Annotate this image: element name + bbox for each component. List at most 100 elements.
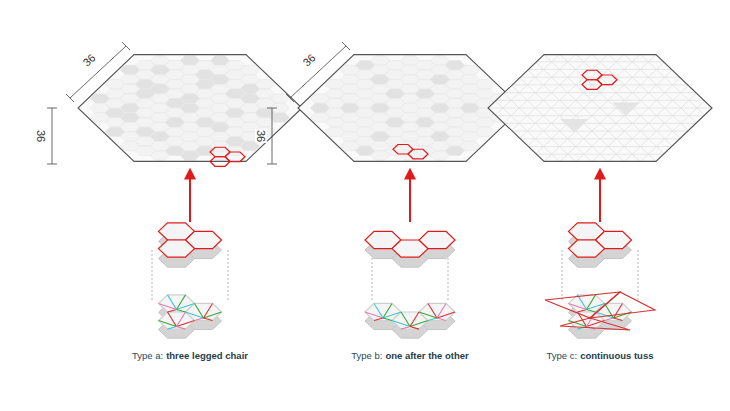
stroke: [548, 28, 730, 219]
small-hex: [240, 65, 259, 74]
truss-member: [587, 309, 596, 312]
truss-member: [195, 303, 204, 318]
truss-member: [578, 295, 587, 310]
small-hex: [475, 80, 494, 89]
stroke: [536, 24, 730, 215]
stroke: [512, 17, 712, 208]
shaded-cells: [560, 103, 640, 133]
stroke: [585, 40, 730, 231]
truss: [569, 295, 632, 329]
dimension-label: 36: [80, 51, 99, 69]
truss-member: [383, 303, 392, 318]
caption-type: Type a:: [132, 350, 163, 361]
stroke: [379, 51, 579, 242]
truss-member: [614, 318, 623, 321]
stroke: [488, 17, 688, 208]
stroke: [561, 32, 730, 223]
small-hex: [475, 127, 494, 136]
red-arrow: [189, 170, 191, 222]
panel-outline: [488, 55, 712, 162]
stroke: [464, 1, 664, 192]
stroke: [450, 23, 730, 24]
stroke: [355, 59, 555, 250]
stroke: [476, 20, 676, 211]
stroke: [585, 0, 730, 176]
stroke: [548, 0, 730, 188]
stroke: [450, 15, 730, 16]
stroke: [367, 0, 567, 161]
stroke: [512, 9, 712, 200]
stroke: [450, 200, 730, 201]
panels: [78, 0, 730, 249]
truss-member: [177, 295, 186, 310]
stroke: [450, 154, 730, 155]
truss-member: [204, 318, 213, 321]
truss-member: [168, 327, 177, 330]
stroke: [597, 44, 730, 235]
truss-member: [177, 327, 186, 330]
truss-member: [437, 303, 446, 318]
truss-member: [374, 303, 383, 318]
stroke: [367, 55, 567, 246]
hex-top: [159, 312, 195, 329]
stroke: [450, 38, 730, 39]
stroke: [152, 250, 153, 300]
stroke: [450, 123, 730, 124]
module-base: [365, 312, 455, 338]
caption-title: continuous tuss: [580, 350, 653, 361]
stroke: [452, 28, 652, 219]
hex-top: [419, 303, 455, 320]
truss-triangle: [545, 292, 620, 318]
caption-row: Type a:three legged chair: [132, 350, 248, 361]
truss-member: [587, 295, 596, 310]
small-hex: [255, 80, 274, 89]
truss-member: [401, 312, 410, 327]
stroke: [450, 100, 730, 101]
caption-row: Type c:continuous tuss: [547, 350, 654, 361]
panel-outline: [78, 55, 302, 162]
small-hex: [460, 65, 479, 74]
stroke: [536, 1, 730, 192]
truss-member: [168, 309, 177, 312]
stroke: [621, 51, 730, 242]
highlight-hex: [408, 149, 428, 159]
red-arrow: [409, 170, 411, 222]
continuous-truss: [545, 292, 655, 330]
truss-member: [578, 309, 587, 312]
stroke: [450, 46, 730, 47]
module-top: [365, 231, 455, 257]
stroke: [450, 115, 730, 116]
truss: [159, 295, 222, 329]
truss-triangle: [590, 292, 655, 318]
dimension-lines: [47, 42, 350, 164]
stroke: [415, 40, 615, 231]
guide-lines: [152, 250, 228, 300]
truss-member: [401, 327, 410, 330]
truss-member: [614, 303, 623, 318]
small-hex: [270, 113, 289, 122]
truss-member: [177, 312, 186, 327]
stroke: [403, 44, 603, 235]
stroke: [450, 192, 730, 193]
stroke: [450, 92, 730, 93]
caption-type: Type c:: [547, 350, 578, 361]
truss-triangle: [560, 318, 630, 330]
truss-member: [168, 312, 177, 327]
stroke: [450, 77, 730, 78]
hex-top: [159, 240, 195, 257]
stroke: [450, 177, 730, 178]
stroke: [379, 0, 579, 165]
stroke: [450, 30, 730, 31]
hex-top: [419, 231, 455, 248]
dimension-label: 36: [35, 129, 47, 143]
truss-member: [605, 318, 614, 321]
shaded-cell: [612, 103, 640, 116]
stroke: [562, 250, 563, 300]
truss-member: [410, 312, 419, 327]
truss-member: [204, 303, 213, 318]
stroke: [228, 250, 229, 300]
stroke: [450, 61, 730, 62]
truss-member: [195, 318, 204, 321]
